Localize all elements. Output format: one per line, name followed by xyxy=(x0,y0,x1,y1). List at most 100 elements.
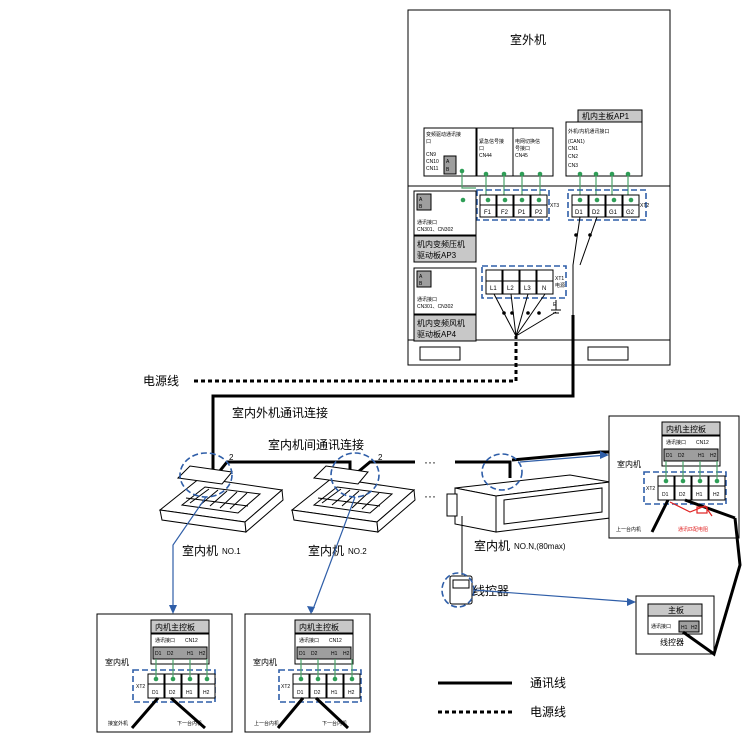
inin-comm-1 xyxy=(213,460,352,478)
power-line-label: 电源线 xyxy=(143,374,179,388)
pointer-unit2 xyxy=(311,496,356,613)
ap3-a: A xyxy=(419,197,423,203)
b2-b-d2: D2 xyxy=(314,690,321,696)
outdoor-unit: 室外机 机内主板AP1 变频驱动通讯接 口 CN9 CN10 CN11 A B … xyxy=(407,9,671,366)
controller-comm-cable xyxy=(682,517,742,657)
b1-t-h2: H2 xyxy=(199,651,206,657)
controller-comm: 通讯接口 xyxy=(651,623,671,630)
xt3-p1: P1 xyxy=(518,210,526,216)
inverter-comm-l1: 变频驱动通讯接 xyxy=(426,131,461,138)
bN-t-d1: D1 xyxy=(666,453,673,459)
b1-t-d1: D1 xyxy=(155,651,162,657)
controller-label: 线控器 xyxy=(660,637,684,647)
ap4-b: B xyxy=(419,281,423,287)
grid-l3: CN45 xyxy=(515,153,528,159)
ab-b: B xyxy=(446,167,450,173)
pointer-unitN xyxy=(519,454,608,463)
b1-b-d2: D2 xyxy=(169,690,176,696)
bN-t-h2: H2 xyxy=(710,453,717,459)
ap4-ab-connector xyxy=(416,270,432,288)
xt2-dashed-frame xyxy=(567,189,647,221)
xt1-block: L1 L2 L3 N xyxy=(485,269,554,295)
grid-l2: 号接口 xyxy=(515,145,530,152)
inverter-comm-l4: CN10 xyxy=(426,159,439,165)
ap4-comm-l2: CN301、CN302 xyxy=(417,304,453,310)
ap4-label-box xyxy=(413,314,477,342)
wired-controller-screen xyxy=(452,579,470,589)
inverter-comm-l3: CN9 xyxy=(426,152,436,158)
bN-b-h1: H1 xyxy=(696,492,703,498)
emergency-l3: CN44 xyxy=(479,153,492,159)
grid-l1: 电网切换信 xyxy=(515,138,540,145)
power-fanin xyxy=(493,293,557,337)
b1-b-d1: D1 xyxy=(152,690,159,696)
ap1-label: 机内主板AP1 xyxy=(582,111,630,121)
legend-comm-label: 通讯线 xyxy=(530,676,566,690)
bN-t-d2: D2 xyxy=(678,453,685,459)
pointer-controller xyxy=(473,589,635,603)
board2-comm: 通讯接口 xyxy=(299,637,319,644)
xt1-l3: L3 xyxy=(524,286,531,292)
base-foot-right xyxy=(587,346,629,361)
board1-unit-label: 室内机 xyxy=(105,657,129,667)
b2-b-d1: D1 xyxy=(297,690,304,696)
xt2-d2: D2 xyxy=(592,210,600,216)
unit2-comm-highlight xyxy=(330,452,380,498)
cassette-unit-1 xyxy=(158,465,284,534)
xt2-g2: G2 xyxy=(626,210,635,216)
xt1-dashed-frame xyxy=(481,265,567,299)
inverter-comm-l5: CN11 xyxy=(426,166,439,172)
xt2-comm-tail xyxy=(572,216,598,315)
emergency-box xyxy=(476,127,514,177)
board-unit1: 室内机 内机主控板 通讯接口 CN12 D1 D2 H1 H2 XT2 D1 D… xyxy=(96,613,233,733)
board1-title: 内机主控板 xyxy=(155,622,195,632)
ellipsis-2: ··· xyxy=(424,489,436,503)
bN-b-d1: D1 xyxy=(662,492,669,498)
inout-comm-cable xyxy=(211,315,575,475)
boardN-comm: 通讯接口 xyxy=(666,439,686,446)
xt1-n: N xyxy=(542,286,546,292)
xt2-label: XT2 xyxy=(640,203,649,209)
bN-t-h1: H1 xyxy=(698,453,705,459)
earth-label: E xyxy=(553,302,557,308)
board2-note-left: 上一台内机 xyxy=(254,720,279,727)
xt3-f1: F1 xyxy=(484,210,492,216)
ellipsis-1: ··· xyxy=(424,455,436,469)
board1-cn12: CN12 xyxy=(185,638,198,644)
ap3-comm-l2: CN301、CN302 xyxy=(417,227,453,233)
board2-xt2: XT2 xyxy=(281,684,290,690)
b2-t-d1: D1 xyxy=(299,651,306,657)
board1-note-right: 下一台内机 xyxy=(177,720,202,727)
xt3-f2: F2 xyxy=(501,210,509,216)
ab-connector-ap1 xyxy=(443,155,457,175)
xt1-sub: 电源 xyxy=(555,282,565,289)
xt3-dashed-frame xyxy=(476,189,550,221)
unit1-label: 室内机 xyxy=(182,543,218,558)
emergency-l2: 口 xyxy=(479,146,484,152)
cassette-unit-2 xyxy=(290,465,416,534)
ap3-label-l1: 机内变频压机 xyxy=(417,239,465,249)
board2-cn12: CN12 xyxy=(329,638,342,644)
b1-b-h1: H1 xyxy=(186,690,193,696)
unitN-comm-highlight xyxy=(481,453,523,491)
boardN-xt2: XT2 xyxy=(646,486,655,492)
power-cable xyxy=(194,336,518,383)
unit2-label: 室内机 xyxy=(308,543,344,558)
inin-comm-label: 室内机间通讯连接 xyxy=(268,437,364,452)
unit2-no: NO.2 xyxy=(348,547,367,556)
outdoor-title: 室外机 xyxy=(510,32,546,47)
b2-b-h2: H2 xyxy=(348,690,355,696)
xt1-label: XT1 xyxy=(555,276,564,282)
boardN-title: 内机主控板 xyxy=(666,424,706,434)
board2-title: 内机主控板 xyxy=(299,622,339,632)
ap4-comm-l1: 通讯接口 xyxy=(417,296,437,303)
ap3-label-l2: 驱动板AP3 xyxy=(417,250,457,260)
controller-title: 主板 xyxy=(668,605,684,615)
board-unit2: 室内机 内机主控板 通讯接口 CN12 D1 D2 H1 H2 XT2 D1 D… xyxy=(244,613,371,733)
board-unitN: 室内机 内机主控板 通讯接口 CN12 D1 D2 H1 H2 XT2 D1 D… xyxy=(608,415,740,539)
xt2-d1: D1 xyxy=(575,210,583,216)
duct-unit-n xyxy=(446,474,611,533)
base-foot-left xyxy=(419,346,461,361)
inin-comm-3 xyxy=(455,460,512,478)
